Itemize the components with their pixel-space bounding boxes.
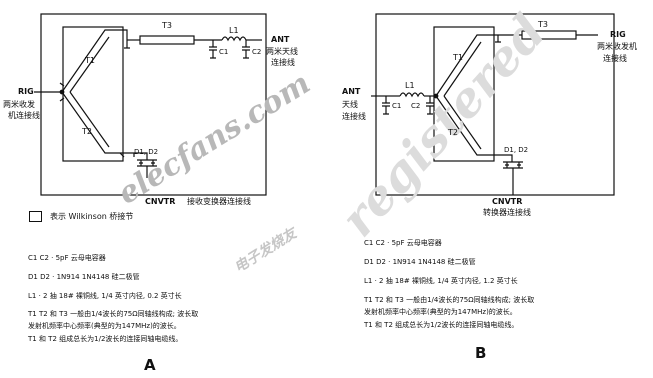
b-note-1: C1 C2 · 5pF 云母电容器 <box>364 239 442 247</box>
diagram-b <box>371 13 615 196</box>
a-note-6: T1 和 T2 组成总长为1/2波长的连接同轴电缆线。 <box>28 335 183 343</box>
b-ant-label-2: 连接线 <box>342 112 366 121</box>
diagram-a-t1-ground <box>124 40 130 49</box>
diagram-b-t2-shield <box>443 95 482 150</box>
a-note-5: 发射机频率中心频率(典型的为147MHz)的波长。 <box>28 322 181 330</box>
a-ant-label-1: 两米天线 <box>266 47 298 56</box>
b-figure-letter: B <box>475 344 487 362</box>
a-note-1: C1 C2 · 5pF 云母电容器 <box>28 254 106 262</box>
a-ant-label-2: 连接线 <box>271 58 295 67</box>
a-label-t1: T1 <box>85 56 95 65</box>
diagram-b-t1-ground <box>495 35 501 43</box>
a-cnvtr-label: 接收变换器连接线 <box>187 197 251 206</box>
diagram-a-l1-coil <box>221 36 247 42</box>
diagram-a-outer-box <box>40 13 267 196</box>
b-cnvtr-label: 转换器连接线 <box>483 208 531 217</box>
b-note-2: D1 D2 · 1N914 1N4148 硅二极管 <box>364 258 476 266</box>
diagram-a-t2-ground <box>119 152 135 158</box>
a-port-rig: RIG <box>18 87 34 96</box>
b-label-t3: T3 <box>538 20 548 29</box>
diagram-b-t2-wire <box>435 95 498 156</box>
diagram-b-outer-box <box>375 13 615 196</box>
b-label-c1: C1 <box>392 102 402 110</box>
b-label-t2: T2 <box>448 128 458 137</box>
a-port-ant: ANT <box>271 35 290 44</box>
diagram-b-l1-coil <box>399 92 425 98</box>
b-rig-label-1: 两米收发机 <box>597 42 637 51</box>
diagram-a-t1-shield <box>69 36 110 93</box>
b-label-c2: C2 <box>411 102 421 110</box>
b-note-6: T1 和 T2 组成总长为1/2波长的连接同轴电缆线。 <box>364 321 519 329</box>
b-note-5: 发射机频率中心频率(典型的为147MHz)的波长。 <box>364 308 517 316</box>
a-label-d: D1, D2 <box>134 148 159 156</box>
b-label-d: D1, D2 <box>504 146 529 154</box>
diagram-a-t2-shield <box>69 91 110 148</box>
b-note-4: T1 T2 和 T3 一般由1/4波长的75Ω同轴线构成; 波长取 <box>364 296 535 304</box>
a-label-c1: C1 <box>219 48 229 56</box>
b-port-rig: RIG <box>610 30 626 39</box>
diagram-b-t3-coax <box>521 30 577 40</box>
diagram-b-t1-wire <box>435 34 498 97</box>
b-port-cnvtr: CNVTR <box>492 197 523 206</box>
b-rig-label-2: 连接线 <box>603 54 627 63</box>
a-figure-letter: A <box>144 356 156 374</box>
a-rig-label-2: 机连接线 <box>8 111 40 120</box>
diagram-b-c1 <box>382 96 390 115</box>
a-port-cnvtr: CNVTR <box>145 197 176 206</box>
diagram-a-diode-wire <box>127 152 148 160</box>
a-note-2: D1 D2 · 1N914 1N4148 硅二极管 <box>28 273 140 281</box>
b-note-3: L1 · 2 抽 18# 裸铜线, 1/4 英寸内径, 1.2 英寸长 <box>364 277 518 285</box>
a-rig-label-1: 两米收发 <box>3 100 35 109</box>
a-label-l1: L1 <box>229 26 239 35</box>
diagram-b-t1-shield <box>443 41 482 97</box>
a-label-t3: T3 <box>162 21 172 30</box>
a-legend-text: 表示 Wilkinson 桥接节 <box>50 212 134 221</box>
diagram-b-diode-wire <box>498 154 513 162</box>
diagram-b-c2 <box>426 96 434 115</box>
diagram-a-c2 <box>242 40 250 59</box>
diagram-a-t2-wire <box>61 91 127 154</box>
b-label-t1: T1 <box>453 53 463 62</box>
b-port-ant: ANT <box>342 87 361 96</box>
a-note-4: T1 T2 和 T3 一般由1/4波长的75Ω同轴线构成; 波长取 <box>28 310 199 318</box>
diagram-a-t3-coax <box>139 35 195 45</box>
a-legend-box <box>29 211 42 222</box>
diagram-b-wilkinson-box <box>433 26 495 162</box>
b-ant-label-1: 天线 <box>342 100 358 109</box>
diagram-a-t1-wire <box>61 29 128 93</box>
diagram-a-shield-ground <box>59 82 65 102</box>
a-label-t2: T2 <box>82 127 92 136</box>
diagram-a-c1 <box>209 40 217 59</box>
a-note-3: L1 · 2 抽 18# 裸铜线, 1/4 英寸内径, 0.2 英寸长 <box>28 292 182 300</box>
b-label-l1: L1 <box>405 81 415 90</box>
diagram-a <box>34 13 267 196</box>
a-label-c2: C2 <box>252 48 262 56</box>
